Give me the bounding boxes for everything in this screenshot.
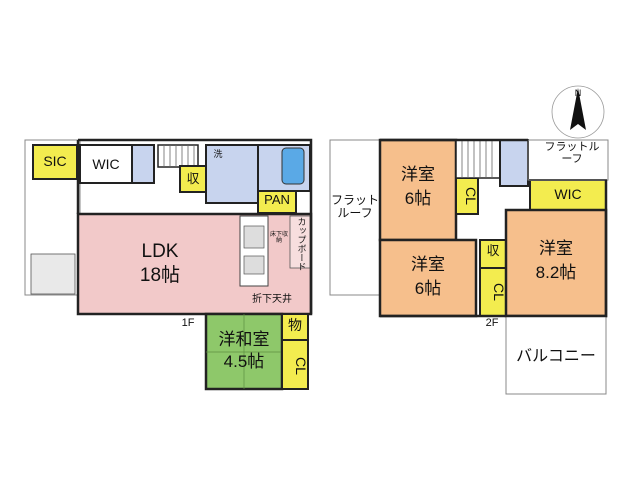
kitchen-stove: [243, 225, 265, 249]
closet-1f: [281, 339, 309, 390]
wash-room: [205, 144, 259, 204]
japanese-room-label: 洋和室: [218, 330, 270, 349]
bathtub: [281, 147, 305, 185]
japanese-room-size: 4.5帖: [223, 352, 265, 371]
tatami-lines: [206, 314, 282, 389]
ldk-size: 18帖: [139, 265, 181, 286]
first-floor: [24, 138, 313, 391]
storage-mono: [281, 313, 309, 341]
wic-2f-label: WIC: [554, 186, 582, 202]
western-room-1-size: 6帖: [404, 189, 432, 208]
closet-1f-label: CL: [293, 357, 309, 375]
entrance-tile: [30, 253, 76, 295]
wash-label: 洗: [213, 149, 223, 159]
balcony-area: [505, 315, 607, 395]
storage-1f-label: 収: [186, 171, 200, 186]
closet-2f-2-label: CL: [491, 283, 507, 301]
western-room-1: [378, 138, 458, 242]
outer-wall-2f: [380, 138, 608, 318]
wic-room-2f: [529, 179, 607, 211]
sic-room: [32, 144, 78, 180]
compass-north-label: N: [574, 88, 582, 98]
storage-1f: [179, 165, 207, 193]
outer-wall-1f: [76, 138, 313, 314]
western-room-3-label: 洋室: [539, 239, 573, 258]
storage-2f-label: 収: [486, 243, 500, 258]
western-room-2-size: 6帖: [414, 279, 442, 298]
ldk-room: [76, 212, 313, 316]
pantry-label: PAN: [264, 192, 290, 207]
second-floor: [329, 138, 609, 395]
balcony-label: バルコニー: [516, 348, 596, 365]
floor2-label: 2F: [485, 317, 499, 329]
western-room-1-label: 洋室: [401, 165, 435, 184]
sic-label: SIC: [43, 153, 67, 169]
closet-2f-1-label: CL: [463, 187, 479, 205]
western-room-3: [504, 208, 608, 318]
compass-needle: [570, 88, 586, 130]
ceiling-label: 折下天井: [252, 294, 292, 305]
western-room-3-size: 8.2帖: [535, 263, 577, 282]
flat-roof-top-label: フラットルーフ: [544, 141, 600, 165]
cupboard-label: カップボード: [296, 217, 307, 271]
storage-2f: [479, 239, 507, 269]
toilet-2f: [499, 139, 529, 187]
mono-label: 物: [288, 317, 302, 333]
western-room-2-label: 洋室: [411, 255, 445, 274]
floor-storage-label: 床下収納: [270, 232, 289, 245]
flat-roof-top: [527, 139, 609, 181]
stair-treads-2f: [461, 140, 493, 178]
kitchen-sink: [243, 255, 265, 275]
stair-treads-1f: [163, 145, 195, 167]
stairs-2f: [455, 139, 501, 179]
floor1-label: 1F: [181, 317, 195, 329]
ldk-label: LDK: [141, 241, 179, 262]
compass: [551, 85, 605, 139]
wic-1f-label: WIC: [92, 156, 120, 172]
toilet-1f: [131, 144, 155, 184]
flat-roof-left-label: フラットルーフ: [330, 193, 379, 220]
western-room-2: [378, 238, 478, 318]
